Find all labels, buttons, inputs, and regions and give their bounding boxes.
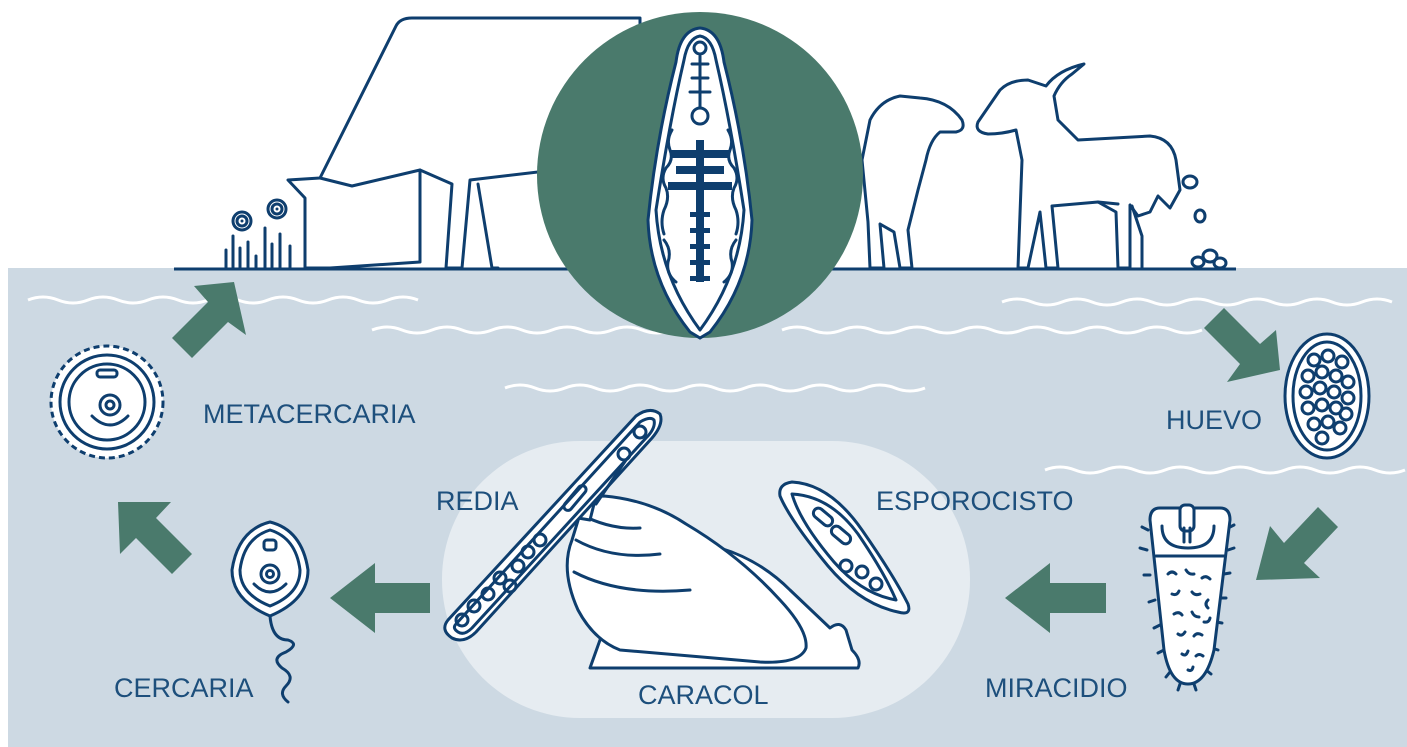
label-miracidio: MIRACIDIO	[985, 673, 1128, 703]
grass-icon	[226, 200, 290, 268]
metacercaria-icon	[51, 346, 163, 458]
goat-icon	[977, 64, 1226, 268]
label-caracol: CARACOL	[638, 680, 769, 710]
label-esporocisto: ESPOROCISTO	[876, 486, 1074, 516]
label-metacercaria: METACERCARIA	[203, 399, 416, 429]
liver-fluke-icon	[537, 12, 863, 338]
egg-icon	[1285, 334, 1369, 458]
sheep-icon	[862, 96, 963, 268]
label-redia: REDIA	[436, 486, 519, 516]
label-huevo: HUEVO	[1166, 405, 1262, 435]
label-cercaria: CERCARIA	[114, 673, 254, 703]
